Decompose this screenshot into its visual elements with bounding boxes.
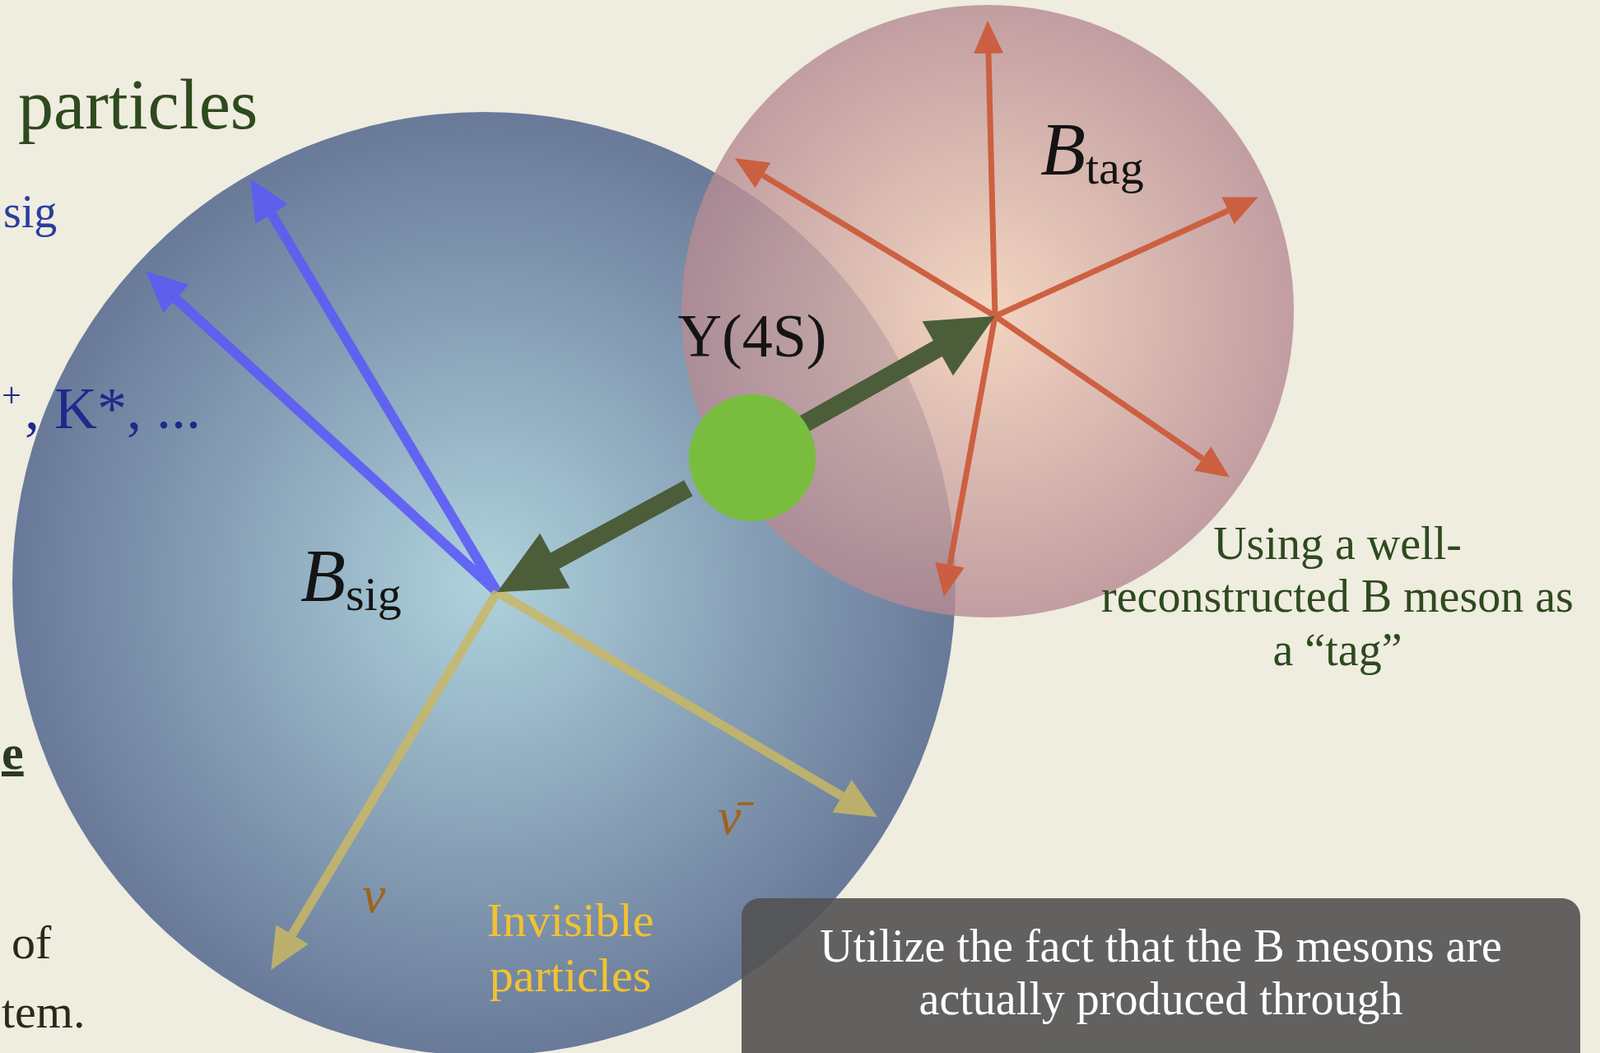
b-sig-label: Bsig bbox=[300, 533, 402, 622]
tag-track-arrow bbox=[762, 175, 996, 317]
neutrino-arrow bbox=[497, 591, 842, 796]
tag-track-arrow bbox=[995, 316, 1203, 459]
slide-text-fragment: e bbox=[1, 724, 24, 782]
decay-arrow bbox=[799, 316, 996, 427]
invisible-label: Invisible particles bbox=[442, 893, 698, 1003]
arrow-shaft bbox=[552, 488, 689, 563]
neutrino-arrow bbox=[292, 591, 498, 935]
note-box: Utilize the fact that the B mesons are a… bbox=[741, 897, 1581, 1053]
tag-track-arrow bbox=[988, 53, 996, 317]
b-tag-label: Btag bbox=[1040, 106, 1145, 196]
upsilon-label: Υ(4S) bbox=[637, 301, 868, 372]
upsilon-node: Υ(4S) bbox=[637, 301, 868, 524]
antineutrino-label: ν̄ bbox=[717, 786, 741, 847]
tag-track-arrow bbox=[995, 210, 1228, 317]
charge-superscript: + bbox=[1, 375, 22, 415]
upsilon-dot-fill bbox=[688, 394, 816, 521]
neutrino-label: ν bbox=[362, 864, 386, 926]
arrow-head bbox=[922, 316, 996, 376]
slide-heading-fragment: particles bbox=[18, 64, 258, 146]
arrow-head bbox=[497, 533, 570, 593]
note-text: Utilize the fact that the B mesons are a… bbox=[782, 919, 1540, 1026]
slide-text-fragment: sig bbox=[3, 185, 57, 238]
circle-fill bbox=[681, 4, 1294, 618]
slide-text-fragment: of bbox=[11, 915, 52, 971]
slide-text-fragment: , K*, ... bbox=[24, 374, 201, 443]
slide-text-fragment: tem. bbox=[1, 984, 85, 1040]
decay-arrow bbox=[497, 488, 689, 592]
tag-note: Using a well-reconstructed B meson as a … bbox=[1094, 516, 1581, 676]
